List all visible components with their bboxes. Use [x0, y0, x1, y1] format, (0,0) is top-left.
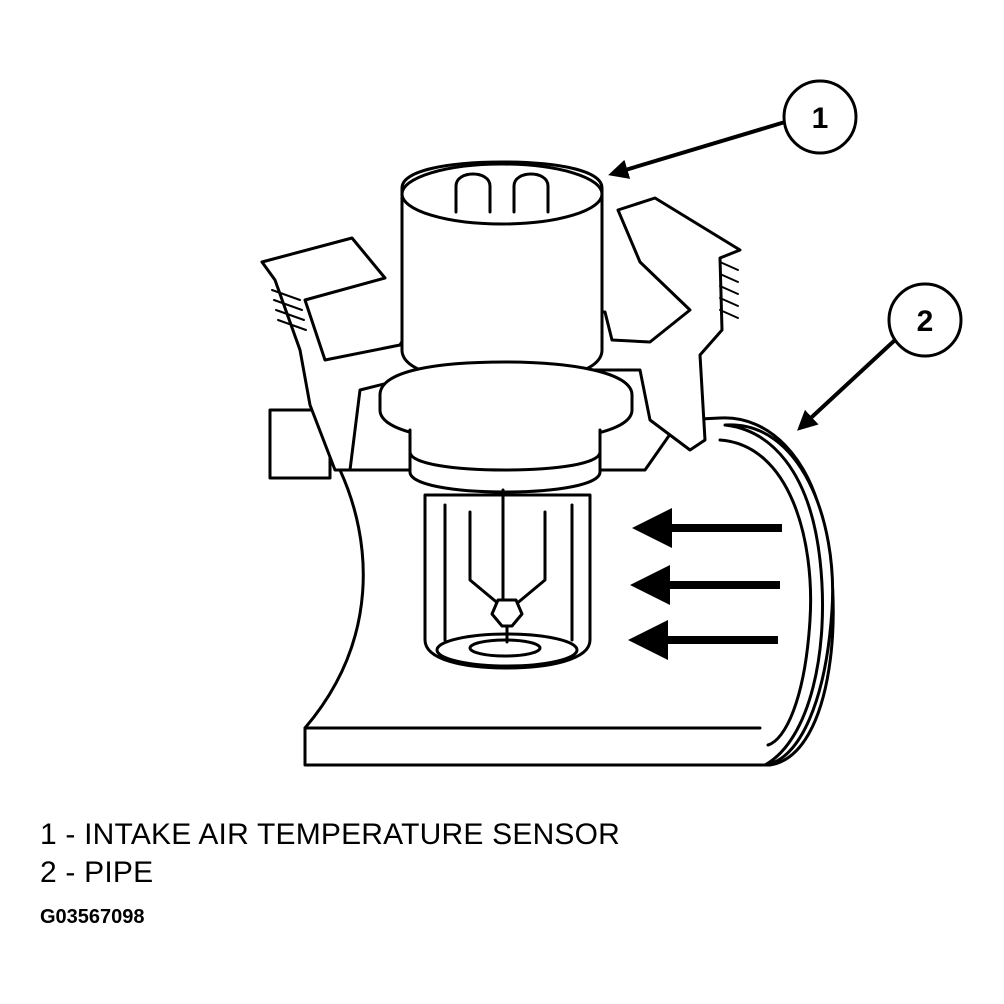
- legend-item-1: 1 - INTAKE AIR TEMPERATURE SENSOR: [40, 818, 621, 851]
- sensor-neck: [408, 428, 602, 494]
- callout-2: 2: [797, 282, 963, 431]
- sensor-connector-mouth: [400, 162, 604, 226]
- pipe-open-end: [723, 423, 835, 767]
- figure-id: G03567098: [40, 906, 145, 928]
- leader-arrow-icon: [608, 120, 786, 179]
- sensor-probe-cage: [423, 493, 592, 670]
- callout-1: 1: [608, 79, 858, 179]
- sensor-threads: [271, 261, 739, 331]
- intake-air-temperature-sensor: [260, 160, 742, 670]
- pipe-boss-left: [268, 408, 332, 480]
- callout-1-number: 1: [812, 102, 829, 135]
- leader-arrow-icon: [797, 338, 897, 431]
- sensor-terminal-2: [512, 172, 550, 214]
- legend-item-2: 2 - PIPE: [40, 856, 154, 889]
- pipe-inner-rim: [718, 438, 813, 747]
- sensor-terminal-1: [454, 172, 492, 214]
- callout-2-number: 2: [917, 305, 934, 338]
- airflow-arrows: [628, 508, 782, 660]
- sensor-thermistor: [490, 598, 524, 628]
